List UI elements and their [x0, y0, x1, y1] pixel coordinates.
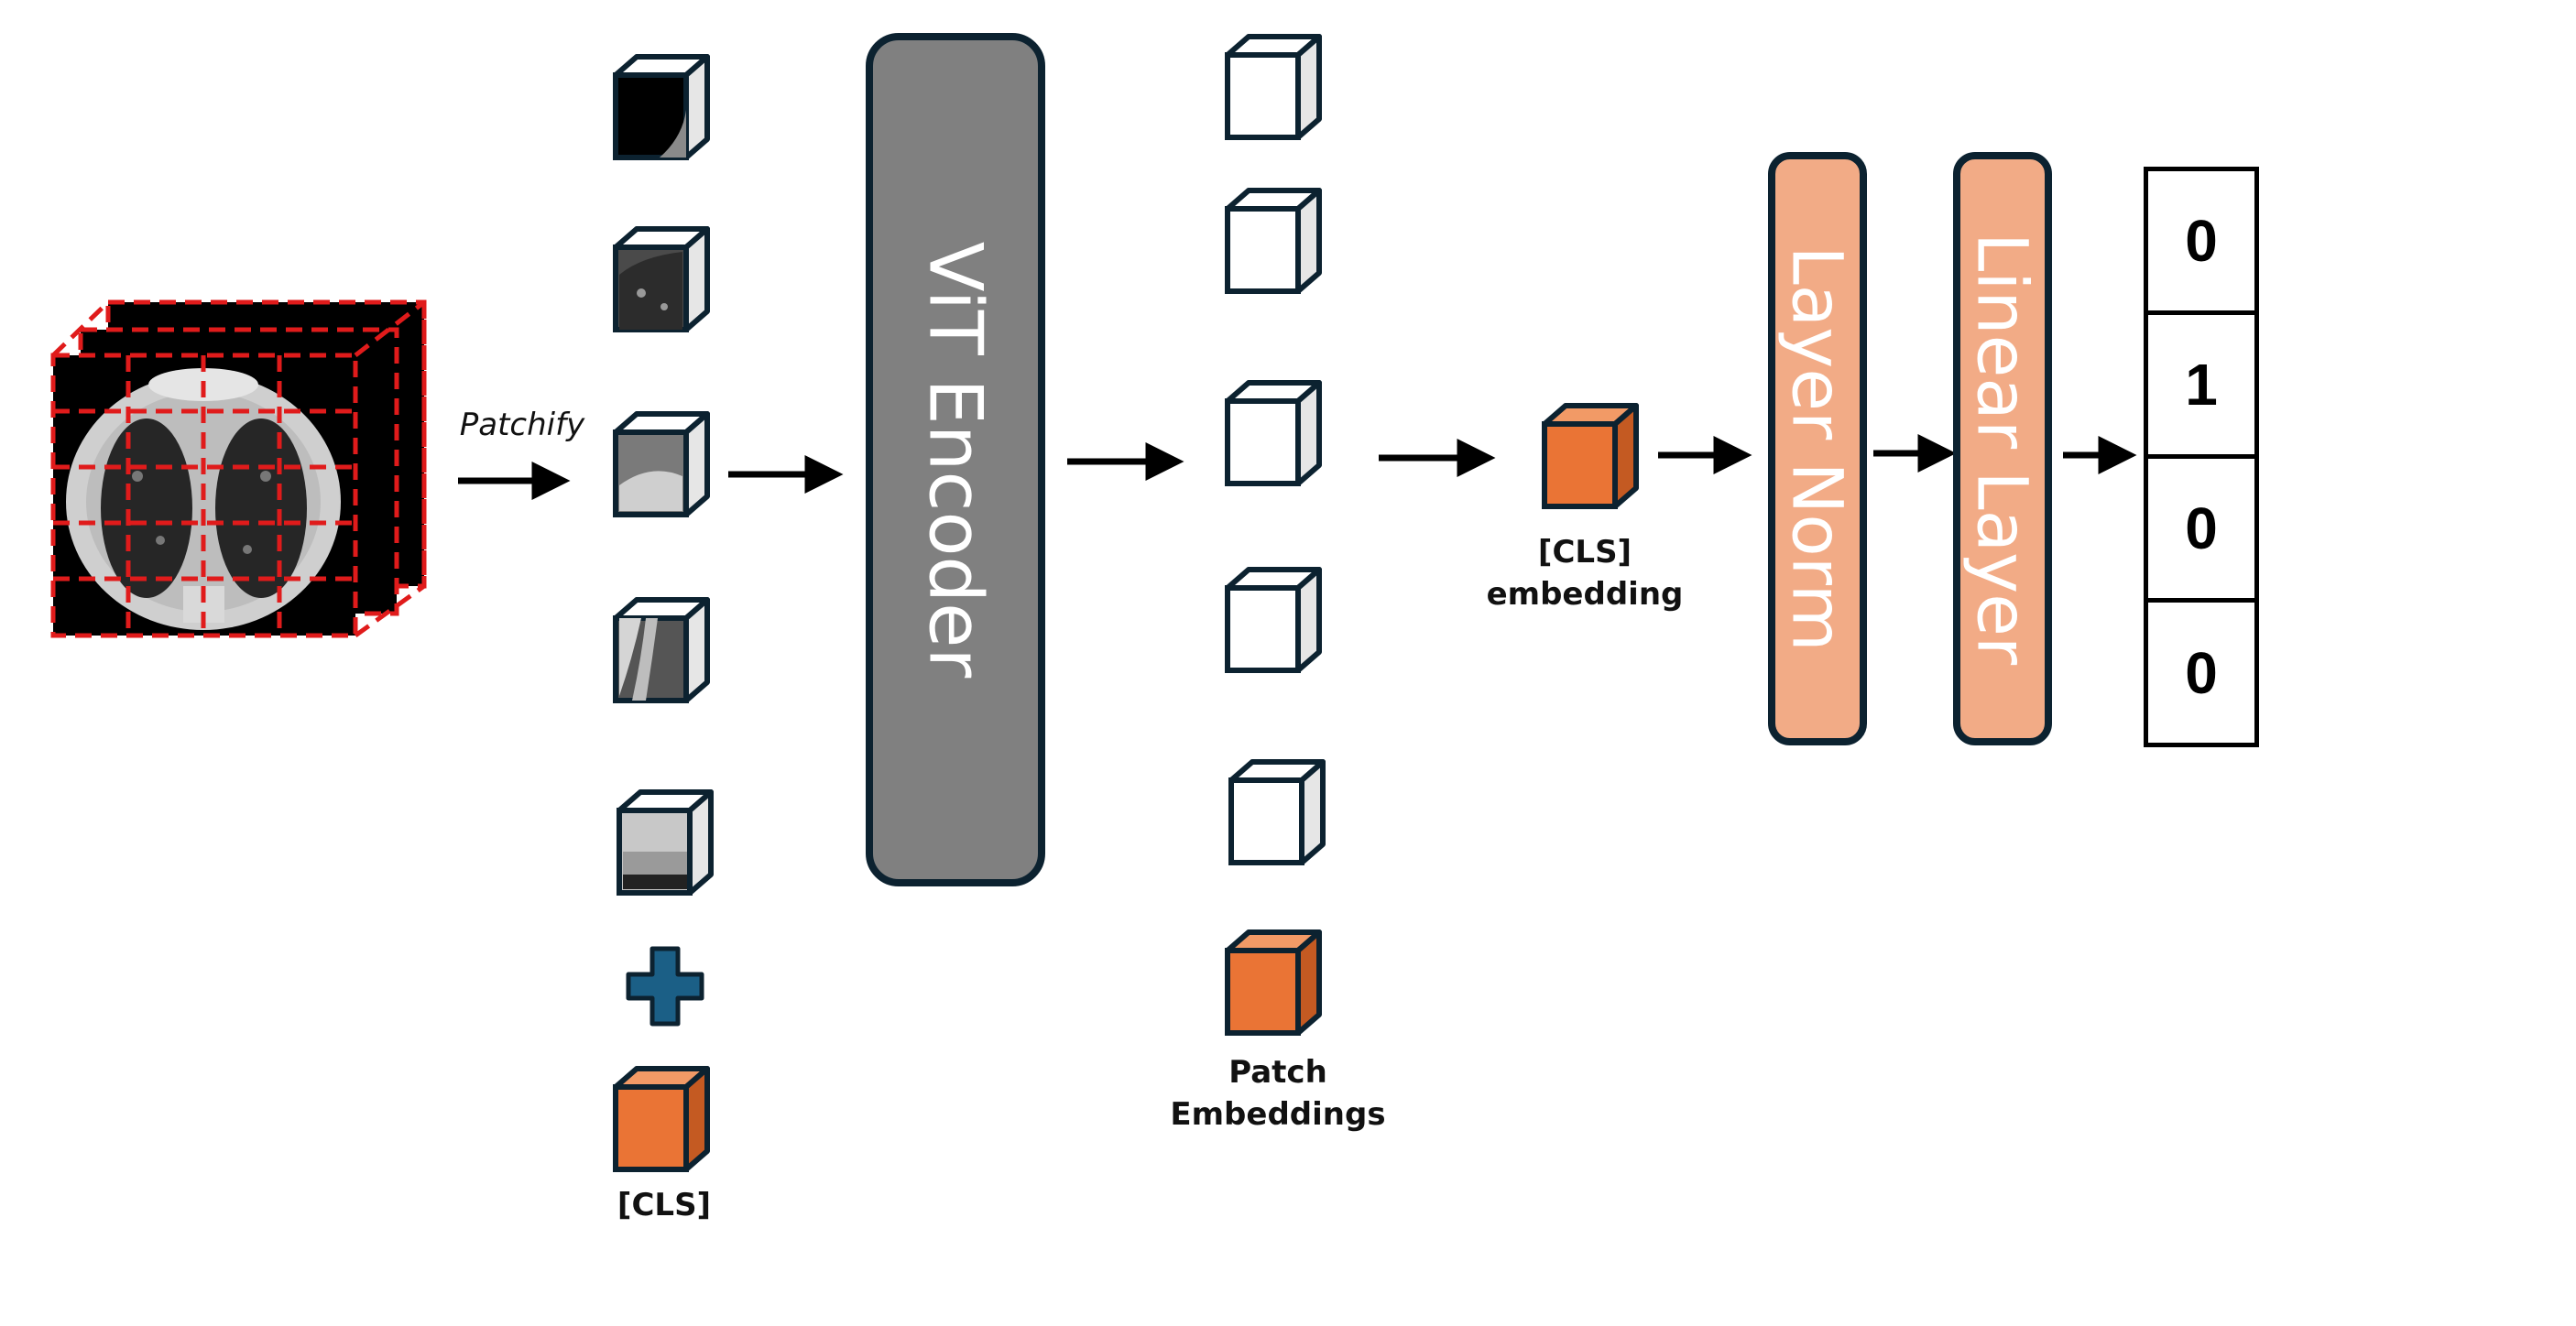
patch-embeddings-label-line2: Embeddings — [1170, 1096, 1386, 1133]
ct-volume-icon — [50, 299, 427, 638]
cls-token-cube — [613, 1066, 710, 1172]
cls-token-label: [CLS] — [617, 1187, 712, 1223]
cls-embedding-cube — [1542, 403, 1639, 509]
output-cell-2: 1 — [2144, 310, 2259, 459]
layer-norm-block: Layer Norm — [1768, 152, 1867, 745]
embedding-cube-2 — [1225, 188, 1322, 294]
embedding-cube-1 — [1225, 34, 1322, 140]
cls-embedding-label-line1: [CLS] — [1537, 534, 1632, 571]
embedding-cube-5 — [1228, 759, 1326, 865]
output-vector: 0 1 0 0 — [2144, 167, 2259, 747]
cls-embedding-label-line2: embedding — [1486, 576, 1684, 613]
patch-cube-4 — [613, 597, 710, 703]
patch-cube-1 — [613, 54, 710, 160]
output-cell-4: 0 — [2144, 598, 2259, 747]
output-cell-1: 0 — [2144, 167, 2259, 315]
patch-embeddings-label-line1: Patch — [1228, 1054, 1327, 1091]
patchify-label: Patchify — [459, 407, 585, 443]
linear-layer-block: Linear Layer — [1953, 152, 2052, 745]
vit-encoder-label: ViT Encoder — [912, 241, 999, 679]
output-cell-3: 0 — [2144, 454, 2259, 603]
patch-cube-5 — [617, 789, 714, 896]
vit-encoder-block: ViT Encoder — [866, 33, 1045, 886]
patch-embeddings-label: Patch Embeddings — [1136, 1051, 1420, 1136]
plus-icon — [626, 946, 704, 1027]
patch-cube-2 — [613, 226, 710, 332]
cls-output-cube — [1225, 929, 1322, 1036]
linear-layer-label: Linear Layer — [1961, 232, 2044, 666]
patch-cube-3 — [613, 411, 710, 517]
layer-norm-label: Layer Norm — [1776, 245, 1859, 652]
embedding-cube-4 — [1225, 567, 1322, 673]
cls-embedding-label: [CLS] embedding — [1457, 531, 1713, 615]
embedding-cube-3 — [1225, 380, 1322, 486]
